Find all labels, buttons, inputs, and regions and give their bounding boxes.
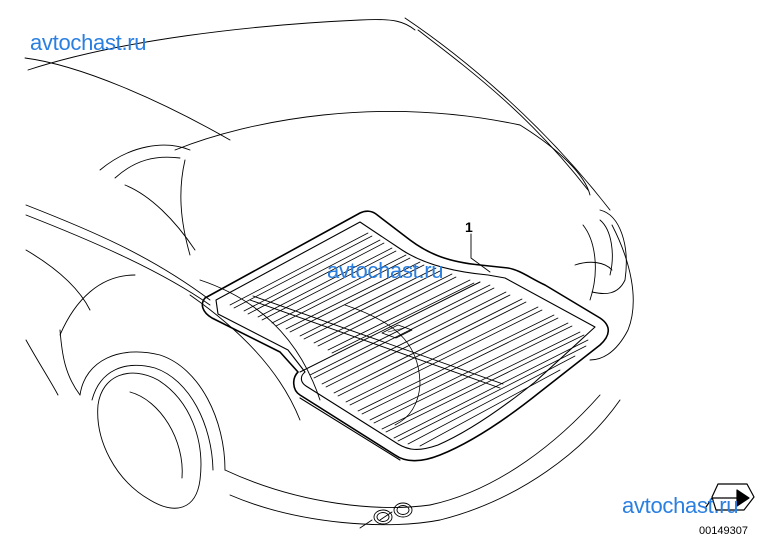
- car-body: [24, 17, 634, 529]
- arrow-redirect-icon: [705, 483, 755, 511]
- catalog-number: 00149307: [699, 525, 748, 537]
- watermark-text: avtochast.ru: [327, 258, 444, 283]
- mat-grooves: [229, 232, 589, 447]
- trunk-mat: [201, 210, 610, 462]
- callout-label: 1: [465, 219, 473, 235]
- callout-leader: [470, 233, 491, 273]
- watermark-text: avtochast.ru: [622, 493, 739, 518]
- watermark-text: avtochast.ru: [30, 30, 147, 55]
